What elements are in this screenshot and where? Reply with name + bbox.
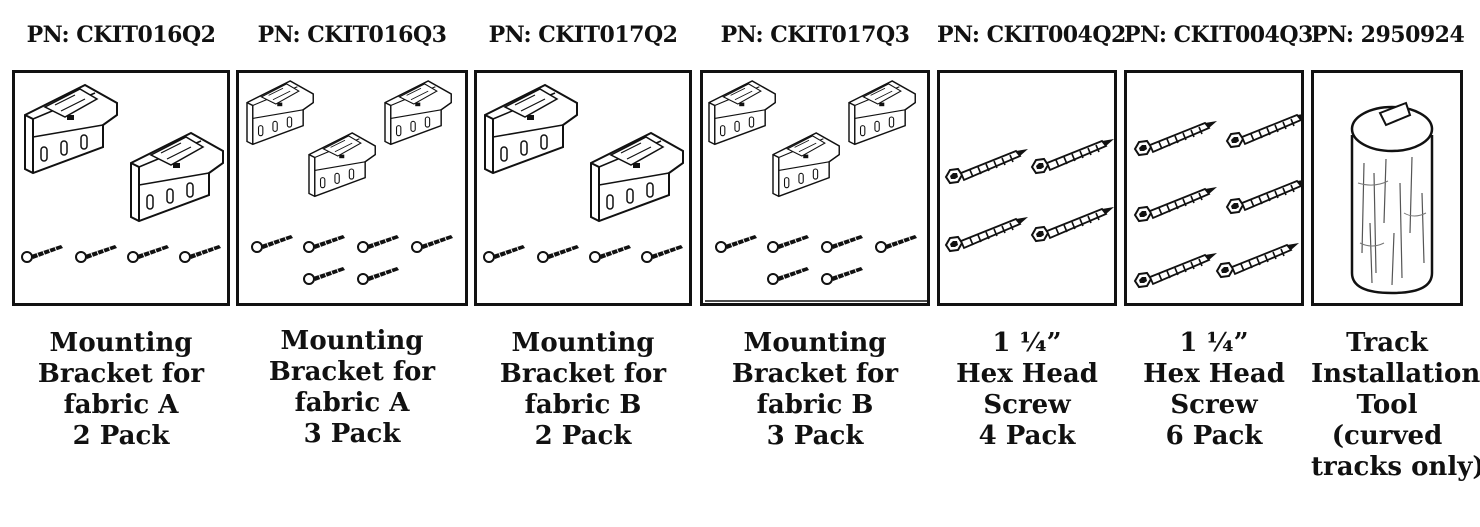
product-description: 1 ¼” Hex Head Screw 6 Pack: [1143, 328, 1285, 451]
product-image-frame: [474, 70, 692, 306]
product-description: Mounting Bracket for fabric A 3 Pack: [268, 326, 436, 449]
product-image-frame: [236, 70, 468, 306]
product-description: Track Installation Tool (curved tracks o…: [1311, 328, 1480, 482]
track-installation-tool-icon: [1350, 101, 1434, 295]
product-image-frame: [1311, 70, 1463, 306]
part-number: PN: CKIT016Q2: [26, 22, 216, 48]
bracket-a-3-screws-6-icon: [246, 80, 454, 285]
product-image-frame: [12, 70, 230, 306]
hex-screw-6-icon: [1134, 112, 1301, 288]
product-description: 1 ¼” Hex Head Screw 4 Pack: [956, 328, 1098, 451]
bracket-b-2-screws-4-icon: [483, 84, 684, 263]
product-image-frame: [1124, 70, 1304, 306]
product-description: Mounting Bracket for fabric B 3 Pack: [731, 328, 899, 451]
part-number: PN: CKIT004Q3: [1124, 22, 1313, 48]
product-description: Mounting Bracket for fabric A 2 Pack: [37, 328, 205, 451]
hex-screw-4-icon: [945, 138, 1114, 252]
part-number: PN: CKIT016Q3: [257, 22, 447, 48]
part-number: PN: CKIT004Q2: [937, 22, 1126, 48]
part-number: PN: CKIT017Q2: [488, 22, 678, 48]
part-number: PN: CKIT017Q3: [720, 22, 910, 48]
bracket-b-3-screws-6-icon: [705, 80, 927, 302]
product-image-frame: [700, 70, 930, 306]
product-image-frame: [937, 70, 1117, 306]
bracket-a-2-screws-4-icon: [21, 84, 224, 263]
product-description: Mounting Bracket for fabric B 2 Pack: [499, 328, 667, 451]
part-number: PN: 2950924: [1311, 22, 1465, 48]
